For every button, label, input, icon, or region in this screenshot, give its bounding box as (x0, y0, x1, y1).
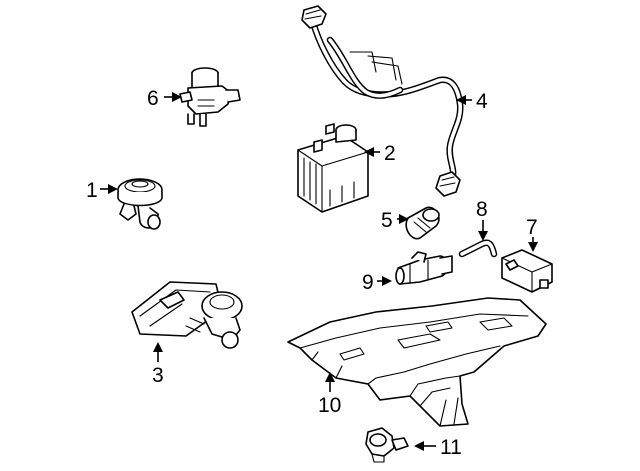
callout-8: 8 (476, 198, 488, 221)
callout-3: 3 (152, 364, 164, 387)
part-8-elbow-hose (458, 239, 498, 258)
callout-leaders (100, 92, 538, 451)
part-5-check-valve (405, 206, 440, 240)
callout-2: 2 (384, 142, 396, 165)
part-1-egr-valve (117, 178, 163, 230)
callout-1: 1 (86, 179, 98, 202)
callout-10: 10 (318, 394, 341, 417)
callout-5: 5 (381, 209, 393, 232)
part-7-control-module (501, 249, 553, 293)
callout-9: 9 (362, 271, 374, 294)
part-9-purge-valve (395, 251, 453, 285)
callout-7: 7 (526, 216, 538, 239)
part-11-sensor (365, 427, 409, 463)
part-4-hose-assembly (301, 5, 464, 197)
part-10-skid-plate (287, 297, 547, 427)
part-6-vacuum-solenoid (179, 67, 241, 127)
callout-4: 4 (476, 90, 488, 113)
callout-11: 11 (440, 436, 462, 459)
callout-6: 6 (147, 87, 159, 110)
part-2-vapor-canister (297, 123, 369, 213)
callout-labels: 6 1 2 4 5 8 7 9 3 10 11 (86, 87, 538, 459)
part-3-egr-bracket (131, 281, 243, 349)
